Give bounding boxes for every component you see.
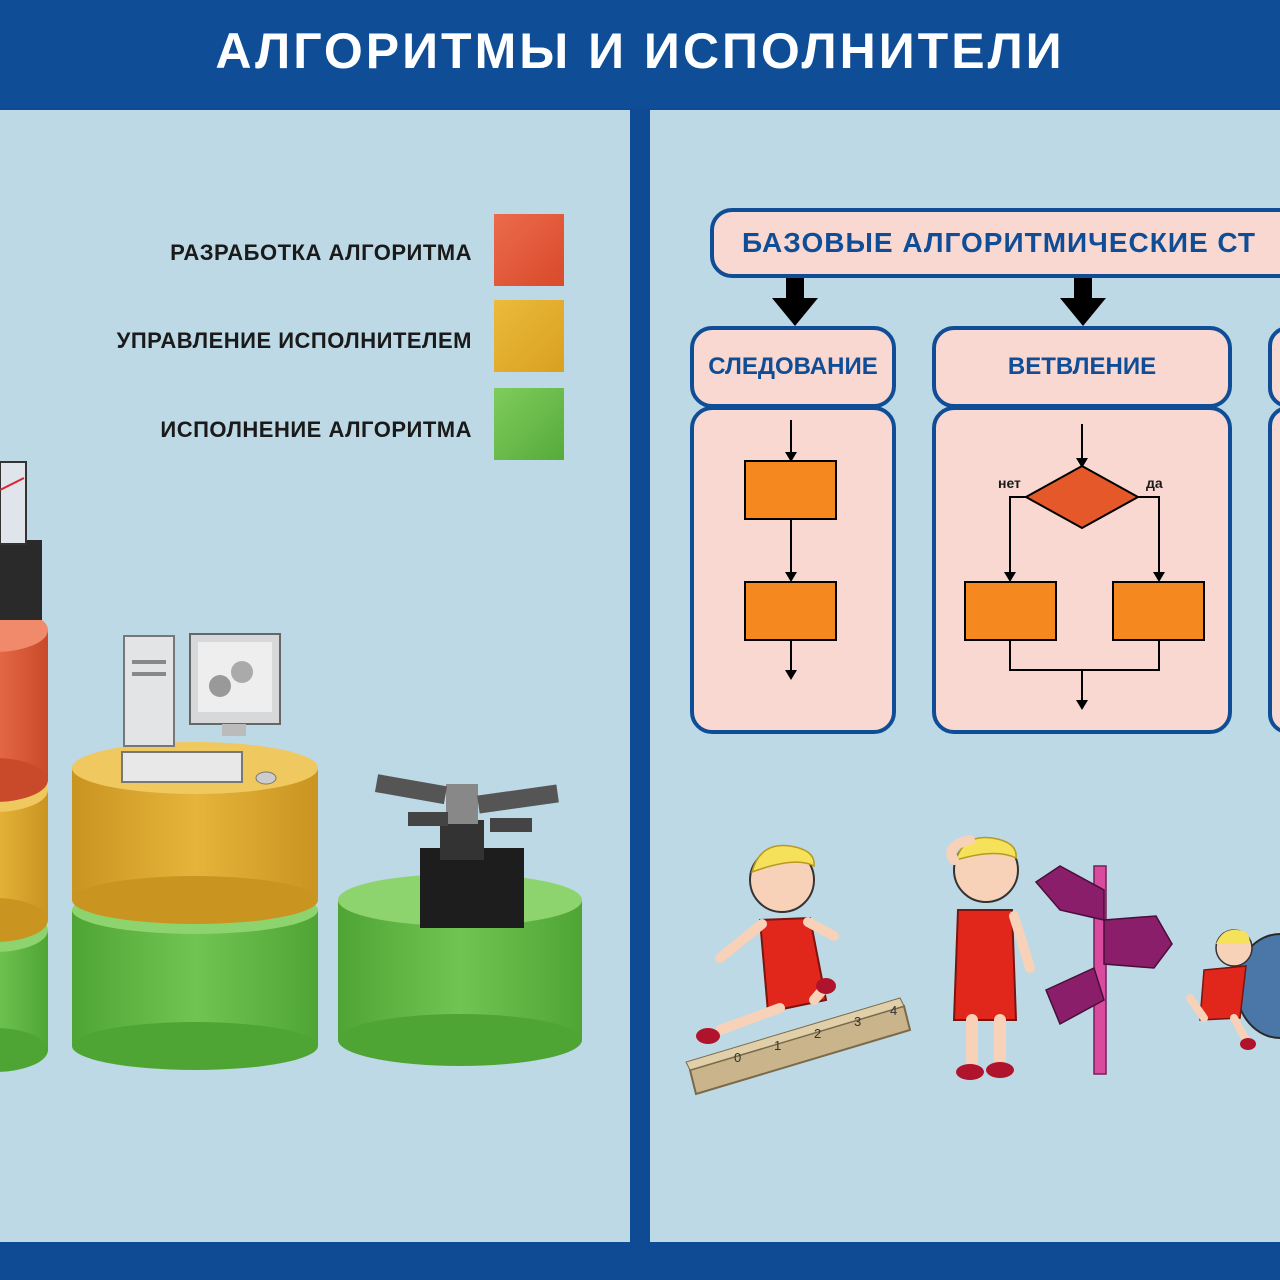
legend-swatch-green xyxy=(494,388,564,460)
pushing-child-icon xyxy=(1186,929,1280,1050)
process-block xyxy=(1112,581,1205,641)
ruler-mark: 4 xyxy=(890,1003,897,1018)
ruler-mark: 3 xyxy=(854,1014,861,1029)
arrow-down-icon xyxy=(1060,278,1106,326)
ruler-icon: 0 1 2 3 4 xyxy=(685,997,912,1096)
legend-label-execution: ИСПОЛНЕНИЕ АЛГОРИТМА xyxy=(160,417,472,442)
page-title: АЛГОРИТМЫ И ИСПОЛНИТЕЛИ xyxy=(215,23,1065,79)
signpost-icon xyxy=(1034,865,1173,1075)
ruler-mark: 2 xyxy=(814,1026,821,1041)
branch-no-label: нет xyxy=(998,475,1021,491)
legend-label-development: РАЗРАБОТКА АЛГОРИТМА xyxy=(170,240,472,265)
structures-title: БАЗОВЫЕ АЛГОРИТМИЧЕСКИЕ СТ xyxy=(710,208,1280,278)
arrow-down-icon xyxy=(772,278,818,326)
branch-flowchart xyxy=(1009,424,1160,706)
thinking-child-icon xyxy=(946,835,1035,1080)
robot-icon xyxy=(374,774,559,928)
structure-label-branch: ВЕТВЛЕНИЕ xyxy=(932,326,1232,408)
branch-yes-label: да xyxy=(1146,475,1163,491)
ruler-mark: 0 xyxy=(734,1050,741,1065)
cylinder-stack-1 xyxy=(0,461,48,1072)
cylinder-stack-2 xyxy=(72,742,318,1070)
condition-diamond xyxy=(1023,464,1141,530)
legend-swatch-yellow xyxy=(494,300,564,372)
legend-swatch-red xyxy=(494,214,564,286)
process-block xyxy=(744,581,837,641)
flowcharts: нет да 0 1 2 3 4 xyxy=(685,278,1280,1096)
running-child-icon xyxy=(696,844,839,1044)
header-bar xyxy=(0,0,1280,108)
computer-icon xyxy=(121,633,281,785)
ruler-mark: 1 xyxy=(774,1038,781,1053)
legend-label-control: УПРАВЛЕНИЕ ИСПОЛНИТЕЛЕМ xyxy=(116,328,472,353)
process-block xyxy=(964,581,1057,641)
process-block xyxy=(744,460,837,520)
executor-illustration xyxy=(0,461,582,1072)
